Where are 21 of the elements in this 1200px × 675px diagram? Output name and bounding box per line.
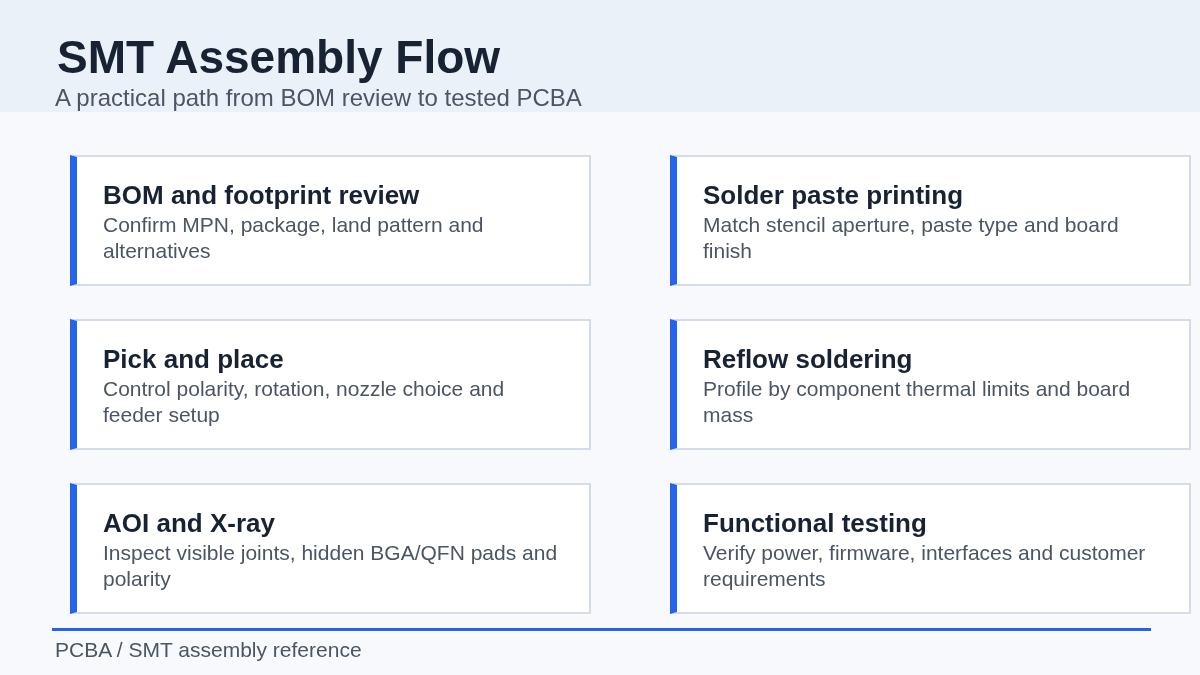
- step-description: Profile by component thermal limits and board mass: [703, 376, 1132, 428]
- step-card: [670, 483, 1191, 614]
- step-heading: Functional testing: [703, 507, 928, 539]
- step-description: Inspect visible joints, hidden BGA/QFN pads and polarity: [103, 540, 559, 592]
- step-heading: Reflow soldering: [703, 343, 914, 375]
- step-description: Match stencil aperture, paste type and board finish: [703, 212, 1120, 264]
- step-heading: Pick and place: [103, 343, 285, 375]
- step-heading: BOM and footprint review: [103, 179, 421, 211]
- footer-caption: PCBA / SMT assembly reference: [55, 638, 362, 662]
- step-card: [670, 319, 1191, 450]
- title: SMT Assembly Flow: [57, 30, 501, 84]
- step-heading: Solder paste printing: [703, 179, 965, 211]
- subtitle: A practical path from BOM review to tested PCBA: [55, 84, 582, 112]
- step-card: [70, 319, 591, 450]
- step-card: [670, 155, 1191, 286]
- step-description: Verify power, firmware, interfaces and customer requirements: [703, 540, 1147, 592]
- step-description: Control polarity, rotation, nozzle choice and feeder setup: [103, 376, 506, 428]
- step-description: Confirm MPN, package, land pattern and alternatives: [103, 212, 485, 264]
- step-card: [70, 483, 591, 614]
- step-card: [70, 155, 591, 286]
- step-heading: AOI and X-ray: [103, 507, 276, 539]
